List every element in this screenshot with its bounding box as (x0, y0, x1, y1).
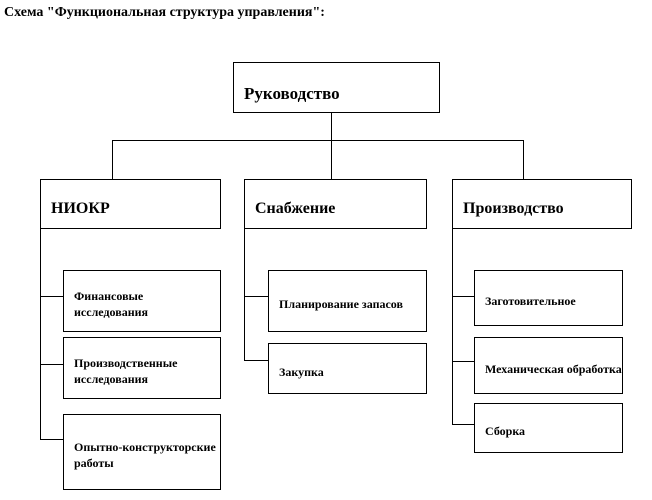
node-proizvodstvennye-issledovaniya: Производственные исследования (63, 337, 221, 399)
node-rukovodstvo: Руководство (233, 62, 440, 113)
node-planirovanie-zapasov: Планирование запасов (268, 270, 427, 332)
node-zagotovitelnoe: Заготовительное (474, 270, 623, 326)
node-label: Закупка (279, 364, 324, 379)
node-mekhanicheskaya-obrabotka: Механическая обработка (474, 337, 623, 394)
node-snabzhenie: Снабжение (244, 179, 427, 229)
node-label: НИОКР (51, 200, 110, 217)
node-sborka: Сборка (474, 403, 623, 453)
node-label: Производство (463, 200, 564, 217)
node-label: Производственные исследования (74, 356, 178, 386)
node-label: Опытно-конструкторские работы (74, 440, 216, 470)
node-label: Механическая обработка (485, 361, 622, 376)
node-opytno-konstruktorskie-raboty: Опытно-конструкторские работы (63, 414, 221, 490)
node-proizvodstvo: Производство (452, 179, 632, 229)
node-finansovye-issledovaniya: Финансовые исследования (63, 270, 221, 332)
node-label: Заготовительное (485, 294, 576, 308)
node-label: Финансовые исследования (74, 289, 149, 319)
node-label: Снабжение (255, 200, 336, 217)
page-title: Схема "Функциональная структура управлен… (4, 5, 325, 20)
node-label: Руководство (244, 83, 340, 103)
node-label: Сборка (485, 424, 526, 438)
node-zakupka: Закупка (268, 343, 427, 394)
node-label: Планирование запасов (279, 297, 403, 311)
node-niokr: НИОКР (40, 179, 221, 229)
